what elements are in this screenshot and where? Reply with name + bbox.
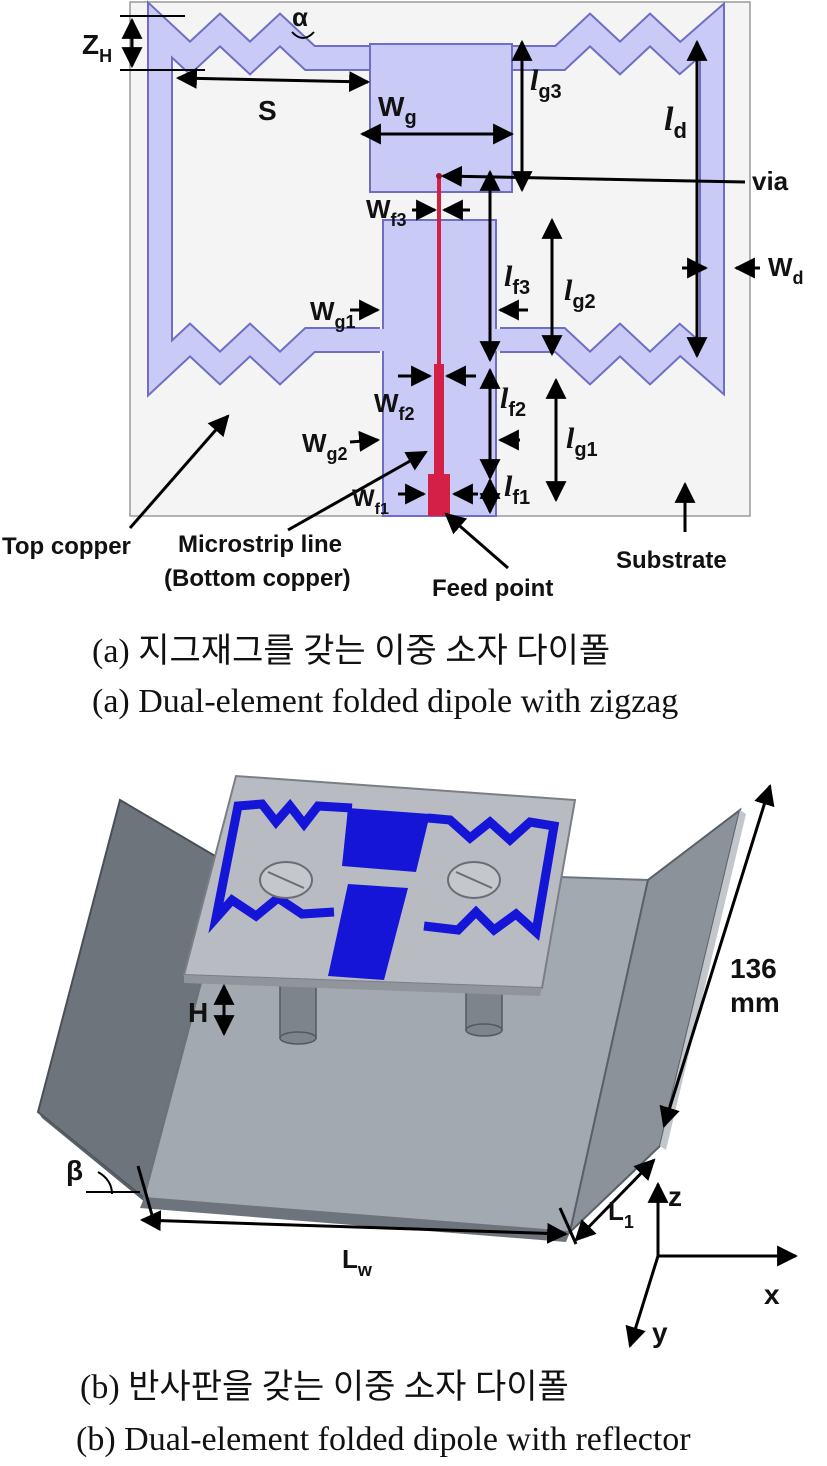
label-lf3: l [504, 260, 513, 293]
panel-b-labels: H β Lw L1 136 mm z x y [66, 953, 780, 1348]
label-beta: β [66, 1155, 83, 1186]
svg-text:lf2: lf2 [500, 382, 526, 421]
panel-a-labels: α ZH S Wg lg3 ld via Wf3 Wd lf3 lg2 Wg1 … [2, 2, 804, 602]
svg-text:Wg1: Wg1 [310, 296, 356, 332]
svg-text:Wf2: Wf2 [374, 388, 415, 424]
screw-heads [259, 861, 501, 899]
svg-text:Wg: Wg [378, 91, 417, 129]
panel-b-dimensions [86, 783, 775, 1245]
label-lg3: l [530, 64, 539, 97]
label-feed-point: Feed point [432, 575, 553, 602]
coordinate-axes [625, 1181, 799, 1349]
label-wf1: W [352, 485, 375, 512]
label-s: S [258, 95, 277, 126]
label-ld: l [664, 101, 674, 138]
pcb-ground-lower [328, 884, 408, 980]
caption-a-korean: (a) 지그재그를 갖는 이중 소자 다이폴 [92, 633, 610, 670]
panel-b-reflector-view: H β Lw L1 136 mm z x y (b) 반사판을 갖는 이중 소자… [36, 774, 799, 1458]
svg-text:Wd: Wd [768, 252, 804, 288]
label-microstrip-line: Microstrip line [178, 531, 342, 558]
dimension-lines [120, 15, 760, 570]
label-bottom-copper: (Bottom copper) [164, 565, 351, 592]
label-dim-value: 136 [730, 953, 777, 984]
svg-text:ZH: ZH [82, 29, 112, 66]
svg-text:lf3: lf3 [504, 260, 530, 299]
label-lf1: l [504, 470, 513, 503]
label-axis-x: x [764, 1279, 780, 1310]
svg-text:Wg2: Wg2 [302, 428, 348, 464]
label-lg2: l [564, 274, 573, 307]
caption-a-english: (a) Dual-element folded dipole with zigz… [92, 683, 678, 720]
label-top-copper: Top copper [2, 533, 131, 560]
panel-a-antenna-layout: α ZH S Wg lg3 ld via Wf3 Wd lf3 lg2 Wg1 … [2, 0, 804, 720]
svg-text:Lw: Lw [342, 1244, 373, 1280]
label-axis-z: z [668, 1181, 682, 1212]
svg-text:lg1: lg1 [566, 422, 598, 461]
label-wf3: W [366, 194, 391, 224]
label-wg: W [378, 91, 405, 122]
svg-text:Wf1: Wf1 [352, 485, 389, 518]
label-substrate: Substrate [616, 547, 727, 574]
label-lf2: l [500, 382, 509, 415]
caption-b-english: (b) Dual-element folded dipole with refl… [76, 1421, 691, 1458]
label-wg1: W [310, 296, 335, 326]
microstrip-line [428, 173, 450, 516]
pcb-ground-upper [342, 808, 430, 872]
label-wg2: W [302, 428, 327, 458]
label-via: via [752, 166, 789, 196]
svg-text:lg2: lg2 [564, 274, 596, 313]
svg-text:Wf3: Wf3 [366, 194, 407, 230]
svg-text:lg3: lg3 [530, 64, 562, 103]
svg-text:L1: L1 [608, 1196, 634, 1232]
svg-text:ld: ld [664, 101, 687, 143]
label-wd: W [768, 252, 793, 282]
label-lw: L [342, 1244, 358, 1274]
label-axis-y: y [652, 1317, 668, 1348]
label-lg1: l [566, 422, 575, 455]
label-wf2: W [374, 388, 399, 418]
label-zh: Z [82, 29, 99, 60]
svg-text:lf1: lf1 [504, 470, 530, 509]
label-h: H [188, 997, 208, 1028]
label-alpha: α [292, 2, 308, 32]
label-l1: L [608, 1196, 624, 1226]
label-dim-unit: mm [730, 987, 780, 1018]
via-point [436, 173, 442, 179]
caption-b-korean: (b) 반사판을 갖는 이중 소자 다이폴 [80, 1369, 569, 1406]
